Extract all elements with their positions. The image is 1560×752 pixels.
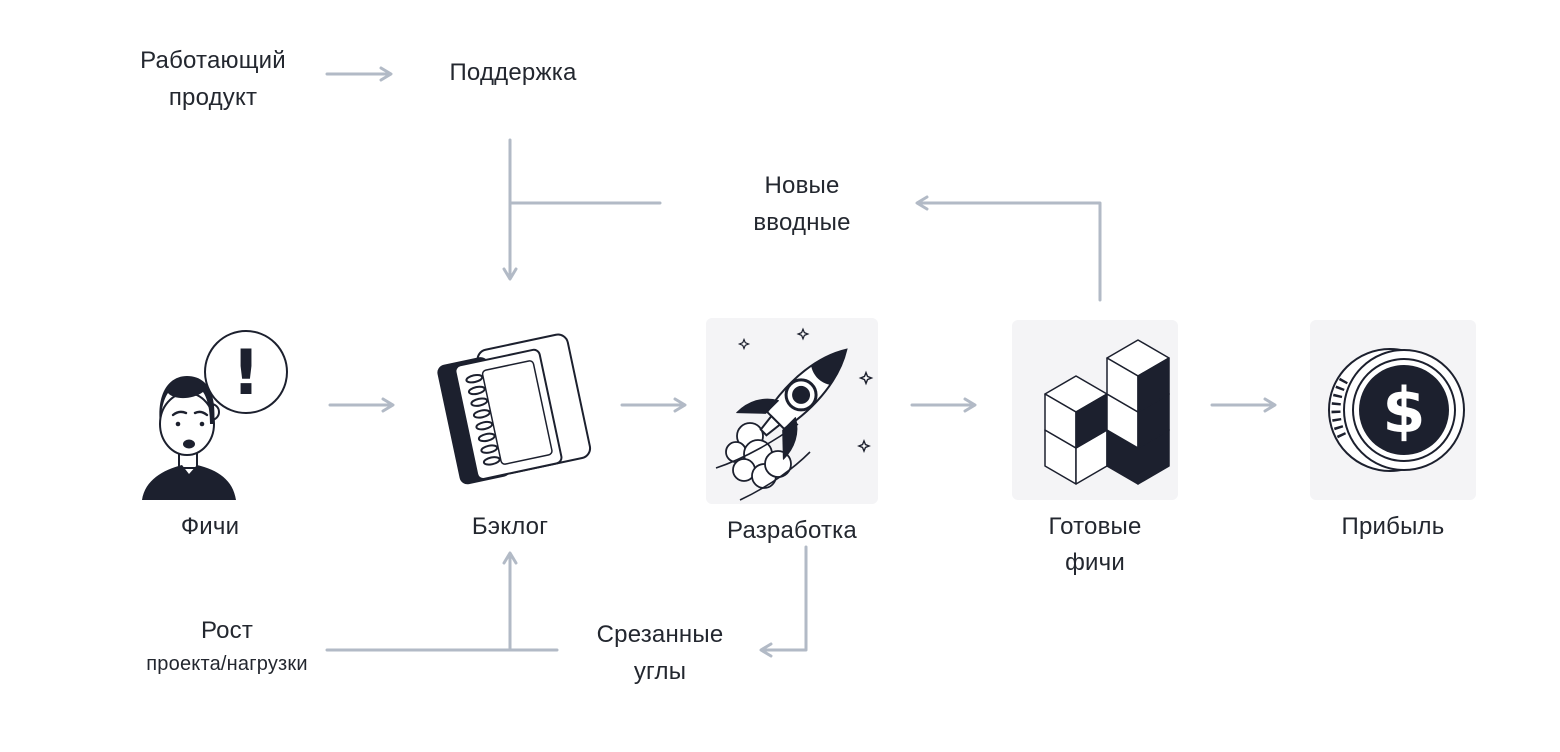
notebook-icon bbox=[437, 333, 592, 485]
label-line: Прибыль bbox=[1341, 513, 1445, 540]
person-idea-icon: ! bbox=[142, 330, 288, 500]
rocket-icon bbox=[706, 318, 878, 504]
label-line: Срезанные bbox=[596, 621, 724, 648]
label-line: продукт bbox=[168, 84, 258, 111]
label-line: Готовые bbox=[1048, 513, 1142, 540]
cubes-icon bbox=[1012, 320, 1178, 500]
label-line: проекта/нагрузки bbox=[146, 653, 308, 675]
node-label: Разработка bbox=[706, 513, 878, 549]
node-profit: $ Прибыль bbox=[1310, 320, 1476, 545]
label-line: Новые bbox=[764, 172, 840, 199]
line-development-to-cut-corners bbox=[759, 545, 808, 658]
node-label: Фичи bbox=[125, 509, 295, 545]
label-line: Поддержка bbox=[449, 59, 577, 86]
label-line: Разработка bbox=[727, 517, 857, 544]
dollar-glyph: $ bbox=[1382, 374, 1425, 447]
coin-icon: $ bbox=[1310, 320, 1476, 500]
label-working-product: Работающий продукт bbox=[98, 42, 328, 116]
node-ready-features: Готовые фичи bbox=[1012, 320, 1178, 581]
node-label: Бэклог bbox=[425, 509, 595, 545]
label-line: углы bbox=[633, 658, 687, 685]
node-features: ! Фичи bbox=[125, 322, 295, 545]
exclamation-glyph: ! bbox=[232, 336, 260, 409]
label-support: Поддержка bbox=[418, 54, 608, 91]
label-new-inputs: Новые вводные bbox=[700, 167, 904, 241]
label-line: Бэклог bbox=[471, 513, 549, 540]
label-cut-corners: Срезанные углы bbox=[558, 616, 762, 690]
node-backlog: Бэклог bbox=[425, 322, 595, 545]
node-development: Разработка bbox=[706, 318, 878, 549]
line-ready-to-new-inputs bbox=[915, 195, 1102, 302]
label-line: фичи bbox=[1065, 549, 1125, 576]
label-line: Рост bbox=[200, 617, 254, 644]
label-line: Работающий bbox=[140, 47, 286, 74]
node-label: Прибыль bbox=[1310, 509, 1476, 545]
label-line: вводные bbox=[753, 209, 851, 236]
node-label: Готовые фичи bbox=[1012, 509, 1178, 581]
label-line: Фичи bbox=[180, 513, 240, 540]
label-growth: Рост проекта/нагрузки bbox=[112, 612, 342, 680]
